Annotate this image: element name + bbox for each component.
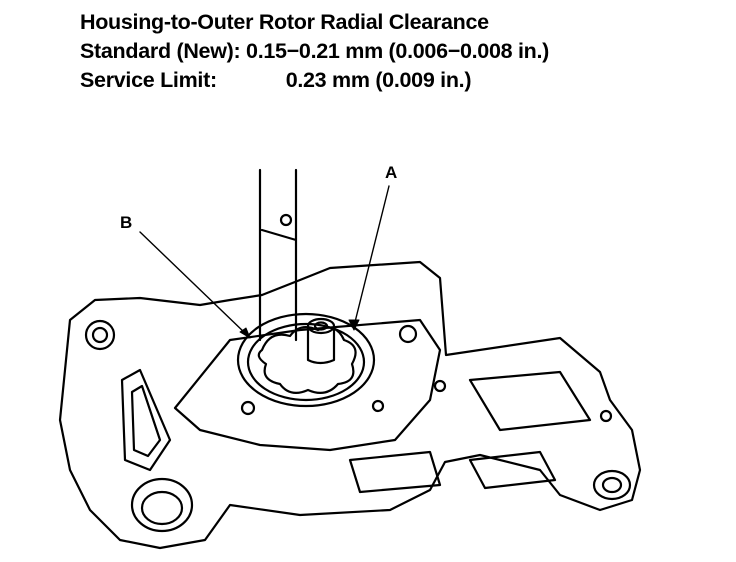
bolt-hole (398, 324, 418, 344)
limit-label: Service Limit: (80, 68, 217, 92)
pump-housing-outline (58, 260, 642, 550)
specification-block: Housing-to-Outer Rotor Radial Clearance … (80, 8, 549, 95)
standard-label: Standard (New): (80, 39, 241, 63)
left-arm-window (120, 368, 172, 472)
right-mount-hole (592, 469, 632, 501)
feeler-gauge (258, 168, 298, 342)
right-arm-slots (468, 370, 592, 432)
outer-rotor (257, 325, 357, 395)
rotor-cavity (236, 312, 376, 408)
callout-a: A (385, 163, 398, 182)
callout-b: B (120, 213, 133, 232)
leader-line-a (353, 185, 390, 327)
standard-value: 0.15−0.21 mm (0.006−0.008 in.) (246, 39, 549, 63)
spec-title: Housing-to-Outer Rotor Radial Clearance (80, 10, 489, 34)
bottom-boss (130, 477, 194, 533)
pump-shaft (306, 326, 336, 365)
left-mount-hole (84, 319, 116, 351)
limit-value: 0.23 mm (0.009 in.) (285, 68, 472, 92)
housing-face (173, 318, 442, 452)
leader-line-b (139, 231, 247, 335)
spec-limit-row: Service Limit: 0.23 mm (0.009 in.) (80, 66, 549, 95)
left-arm-window-inner (130, 384, 162, 458)
spec-standard-row: Standard (New): 0.15−0.21 mm (0.006−0.00… (80, 37, 549, 66)
